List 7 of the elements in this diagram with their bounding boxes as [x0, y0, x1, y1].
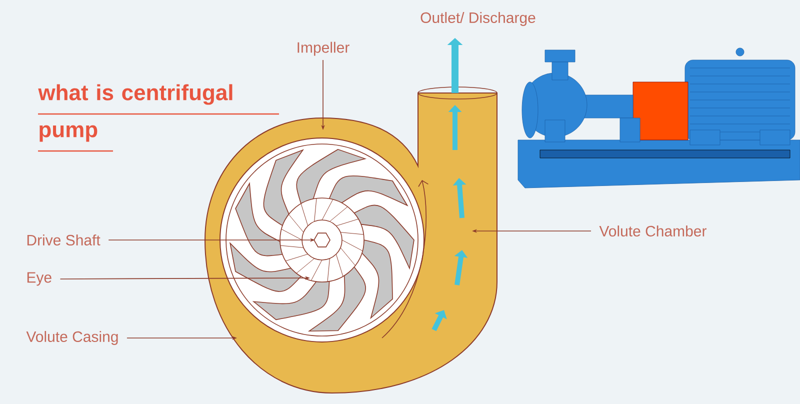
outlet-label: Outlet/ Discharge: [420, 12, 536, 26]
part-label: Volute Casing: [26, 331, 118, 345]
part-label: Drive Shaft: [27, 234, 100, 246]
part-label: Volute Chamber: [599, 225, 706, 236]
title: what is centrifugal pump: [38, 84, 232, 142]
part-label: Impeller: [298, 42, 350, 56]
part-label: Eye: [27, 272, 52, 286]
